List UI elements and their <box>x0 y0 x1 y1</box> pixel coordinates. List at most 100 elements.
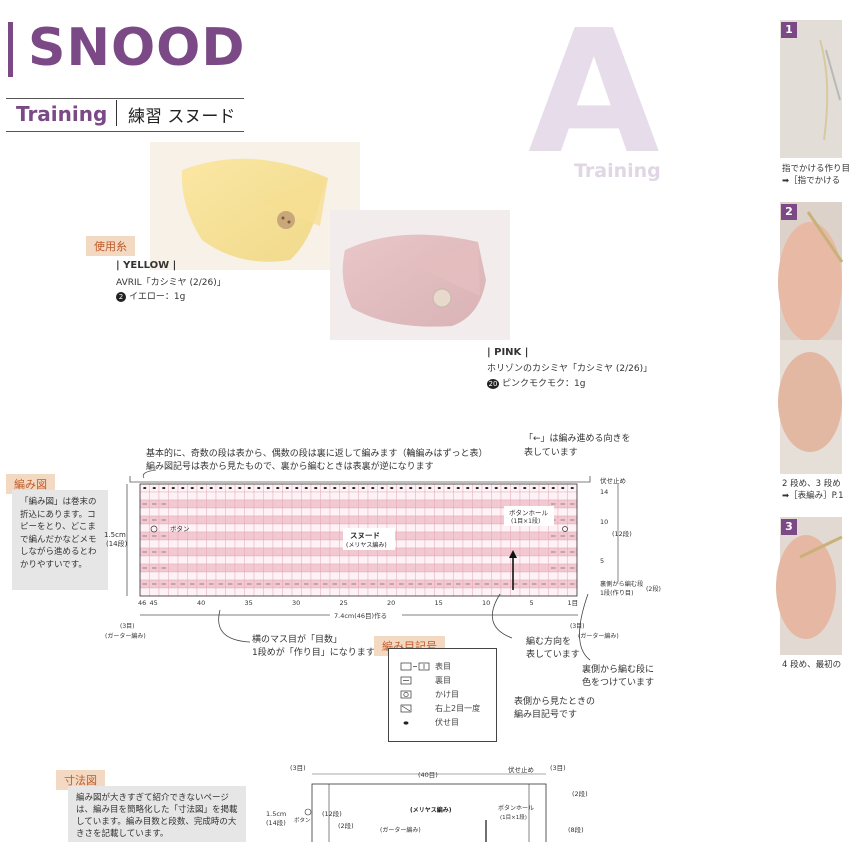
bind-off-mark <box>323 487 327 489</box>
yellow-snood-image <box>181 158 328 262</box>
grid-cell <box>187 539 198 549</box>
step-3-needle <box>799 535 843 559</box>
grid-cell <box>196 515 207 525</box>
grid-cell <box>339 571 350 581</box>
grid-cell <box>453 587 464 597</box>
grid-cell <box>225 499 236 509</box>
grid-cell <box>396 571 407 581</box>
grid-cell <box>244 523 255 533</box>
step-2-hand-drawing <box>778 211 844 474</box>
right-garter-label: (ガーター編み) <box>578 632 619 640</box>
yarn-tag: 使用糸 <box>86 236 135 256</box>
button-symbol <box>150 525 158 533</box>
grid-cell <box>158 523 169 533</box>
yellow-yarn-number: 2 <box>116 292 126 302</box>
grid-cell <box>291 587 302 597</box>
grid-cell <box>567 555 578 565</box>
legend-item-5: 伏せ目 <box>435 718 459 727</box>
grid-cell <box>462 547 473 557</box>
grid-cell <box>434 507 445 517</box>
grid-cell <box>320 555 331 565</box>
grid-cell <box>215 587 226 597</box>
grid-cell <box>301 491 312 501</box>
grid-cell <box>491 547 502 557</box>
grid-cell <box>272 563 283 573</box>
grid-cell <box>282 571 293 581</box>
yellow-label: | YELLOW | <box>116 260 177 271</box>
grid-cell <box>320 515 331 525</box>
grid-cell <box>272 515 283 525</box>
grid-cell <box>348 515 359 525</box>
bind-off-mark <box>523 487 527 489</box>
ws-note-leader <box>579 593 591 661</box>
grid-cell <box>244 571 255 581</box>
grid-cell <box>434 547 445 557</box>
grid-cell <box>472 515 483 525</box>
grid-cell <box>405 523 416 533</box>
grid-cell <box>263 571 274 581</box>
buttonhole-symbol <box>562 526 568 532</box>
grid-cell <box>272 571 283 581</box>
grid-cell <box>225 531 236 541</box>
grid-cell <box>234 571 245 581</box>
grid-cell <box>462 523 473 533</box>
grid-cell <box>225 507 236 517</box>
bind-off-mark <box>418 487 422 489</box>
grid-cell <box>348 563 359 573</box>
grid-cell <box>177 571 188 581</box>
grid-cell <box>272 555 283 565</box>
step-1-number: 1 <box>781 22 797 38</box>
grid-cell <box>424 555 435 565</box>
grid-cell <box>434 523 445 533</box>
grid-cell <box>415 523 426 533</box>
grid-cell <box>177 563 188 573</box>
grid-cell <box>491 571 502 581</box>
grid-cell <box>234 563 245 573</box>
grid-cell <box>358 515 369 525</box>
grid-cell <box>424 523 435 533</box>
grid-cell <box>415 587 426 597</box>
grid-cell <box>301 515 312 525</box>
knit-symbol-a <box>400 662 412 671</box>
grid-cell <box>139 571 150 581</box>
step-3-hand <box>776 535 836 639</box>
grid-cell <box>519 563 530 573</box>
big-section-subtitle: Training <box>574 160 661 182</box>
grid-cell <box>434 539 445 549</box>
step-2-text-1: 2 段め、3 段め <box>782 479 841 489</box>
bind-off-mark <box>190 487 194 489</box>
grid-cell <box>263 587 274 597</box>
grid-cell <box>282 587 293 597</box>
grid-cell <box>415 507 426 517</box>
grid-cell <box>301 523 312 533</box>
grid-cell <box>320 531 331 541</box>
bind-off-mark <box>342 487 346 489</box>
legend-item-1: 表目 <box>435 662 451 671</box>
grid-cell <box>177 515 188 525</box>
grid-cell <box>462 555 473 565</box>
grid-cell <box>168 539 179 549</box>
grid-cell <box>291 515 302 525</box>
grid-cell <box>481 563 492 573</box>
grid-cell <box>244 539 255 549</box>
grid-cell <box>500 531 511 541</box>
pink-button-image <box>432 288 452 308</box>
grid-cell <box>301 539 312 549</box>
step-3-text-1: 4 段め、最初の <box>782 660 842 670</box>
yarnover-symbol-circle <box>403 691 409 698</box>
grid-cell <box>434 531 445 541</box>
grid-cell <box>538 563 549 573</box>
grid-cell <box>187 507 198 517</box>
grid-cell <box>472 587 483 597</box>
bind-off-mark <box>333 487 337 489</box>
grid-cell <box>177 491 188 501</box>
grid-cell <box>453 539 464 549</box>
grid-cell <box>443 547 454 557</box>
grid-cell <box>244 515 255 525</box>
grid-cell <box>253 587 264 597</box>
direction-note-2: 表しています <box>526 650 580 660</box>
grid-cell <box>462 491 473 501</box>
grid-cell <box>519 491 530 501</box>
